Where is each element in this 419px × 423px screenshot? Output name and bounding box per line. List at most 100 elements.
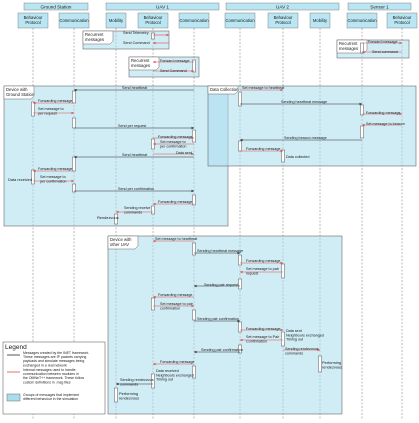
- message-label: Forwarding message: [366, 111, 400, 115]
- activation-bar: [192, 242, 196, 256]
- participant-label: Communication: [179, 18, 209, 23]
- group-label: Data Collection: [210, 87, 239, 92]
- activation-bar: [238, 140, 242, 152]
- participant-box: [267, 12, 299, 29]
- arrow-head: [33, 169, 36, 173]
- activation-bar: [281, 149, 285, 163]
- arrow-head: [191, 304, 194, 308]
- activation-bar: [360, 125, 364, 139]
- activation-bar: [114, 213, 118, 225]
- group-label-box: [207, 85, 239, 95]
- participant-box: [346, 12, 378, 29]
- activation-bar: [238, 344, 242, 354]
- arrow-head: [240, 138, 243, 142]
- node-header: [23, 2, 89, 11]
- note-text: Rendezvous: [97, 215, 119, 220]
- message-label: Set message to heartbeat: [155, 237, 197, 241]
- activation-bar: [281, 263, 285, 279]
- activation-bar: [72, 183, 76, 193]
- message-label: Sending pair request: [204, 283, 238, 287]
- activation-bar: [318, 355, 322, 373]
- message-label: Forwarding message: [246, 147, 280, 151]
- activation-bar: [238, 278, 242, 290]
- group-frame: [3, 85, 229, 227]
- arrow-head: [362, 123, 365, 127]
- participant-box: [178, 12, 210, 29]
- arrow-head: [153, 362, 156, 366]
- arrow-head: [33, 101, 36, 105]
- legend-group-swatch: [6, 393, 21, 402]
- activation-bar: [192, 59, 196, 73]
- activation-bar: [31, 169, 35, 185]
- message-label: Send Command: [123, 41, 150, 45]
- arrow-head: [359, 102, 362, 106]
- group-label-box: [3, 85, 35, 100]
- arrow-head: [191, 189, 194, 193]
- message-label: Forwarding message: [246, 327, 280, 331]
- activation-bar: [192, 129, 196, 143]
- activation-bar: [281, 331, 285, 347]
- group-label-box: [82, 30, 114, 45]
- arrow-head: [194, 350, 197, 354]
- message-label: Forward message: [160, 59, 190, 63]
- arrow-head: [240, 270, 243, 274]
- message-label: Forwarding message: [158, 293, 192, 297]
- message-label: Forwarding message: [38, 99, 72, 103]
- activation-bar: [192, 309, 196, 321]
- activation-bar: [151, 32, 155, 40]
- message-label: Sending pair confirmation: [197, 317, 239, 321]
- activation-bar: [72, 156, 76, 172]
- activation-bar: [72, 90, 76, 104]
- arrow-head: [399, 41, 402, 45]
- arrow-head: [166, 33, 169, 37]
- arrow-head: [280, 88, 283, 92]
- arrow-head: [153, 202, 156, 206]
- activation-bar: [114, 387, 118, 403]
- participant-label: Communication: [225, 18, 255, 23]
- activation-bar: [72, 117, 76, 129]
- participant-box: [386, 12, 418, 29]
- arrow-head: [194, 284, 197, 288]
- message-label: Sending beacon message: [284, 136, 327, 140]
- activation-bar: [238, 254, 242, 266]
- message-label: Forward message: [368, 40, 398, 44]
- node-title: UAV 1: [156, 5, 169, 10]
- message-label: Data collected: [286, 155, 309, 159]
- message-label: Set message to heartbeat: [242, 86, 284, 90]
- arrow-head: [191, 69, 194, 73]
- arrow-head: [153, 41, 156, 45]
- participant-box: [17, 12, 49, 29]
- participant-box: [105, 12, 127, 29]
- node-title: UAV 2: [276, 5, 289, 10]
- activation-bar: [192, 194, 196, 206]
- participant-label: Mobility: [109, 18, 124, 23]
- arrow-head: [71, 179, 74, 183]
- arrow-head: [317, 348, 320, 352]
- activation-bar: [192, 365, 196, 379]
- legend-box: [2, 341, 106, 415]
- node-header: [225, 2, 340, 11]
- arrow-head: [237, 251, 240, 255]
- activation-bar: [31, 101, 35, 117]
- arrow-head: [116, 210, 119, 214]
- group-label-box: [128, 56, 160, 71]
- message-label: Sending pair confirmation: [201, 348, 243, 352]
- group-frame: [107, 235, 343, 415]
- group-frame: [207, 85, 417, 167]
- message-label: Send per confirmation: [118, 187, 154, 191]
- message-label: Forwarding message: [158, 200, 192, 204]
- message-label: Forwarding message: [246, 259, 280, 263]
- group-label-box: [336, 39, 368, 54]
